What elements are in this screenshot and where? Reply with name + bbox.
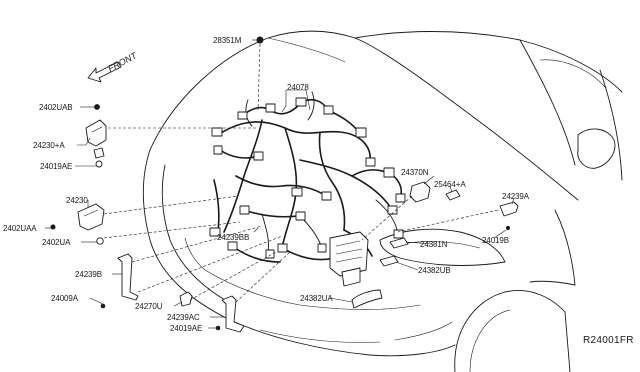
fuse-24381n: [389, 237, 409, 249]
label-24019b: 24019B: [482, 236, 509, 245]
relay-24370n: [409, 181, 431, 203]
bracket-24270u-24239ac-assembly: [179, 291, 245, 333]
bracket-24230a-assembly: [85, 104, 107, 168]
clip-icon: [96, 237, 104, 245]
vehicle-body-outline: [142, 30, 623, 372]
fuse-24382ub: [379, 255, 399, 267]
label-24239a: 24239A: [502, 192, 530, 201]
label-24381n: 24381N: [420, 240, 448, 249]
front-label: FRONT: [106, 50, 139, 74]
bolt-icon: [50, 224, 56, 230]
label-24382ua: 24382UA: [300, 294, 333, 303]
label-24239b: 24239B: [75, 270, 102, 279]
label-24230a: 24230+A: [33, 141, 65, 150]
diagram-code: R24001FR: [583, 335, 634, 346]
label-2402uaa: 2402UAA: [3, 224, 37, 233]
label-25464a: 25464+A: [434, 180, 466, 189]
label-24270u: 24270U: [135, 302, 163, 311]
bolt-icon: [94, 104, 100, 110]
part-labels: 28351M 24078 2402UAB 24230+A 24019AE 243…: [3, 36, 634, 346]
front-direction-indicator: FRONT: [87, 50, 140, 83]
label-24239bb: 24239BB: [217, 233, 249, 242]
bracket-24239a: [499, 201, 519, 217]
label-24370n: 24370N: [401, 168, 429, 177]
label-24239ac: 24239AC: [167, 313, 200, 322]
clip-25464a: [445, 189, 461, 201]
bolt-icon: [215, 325, 221, 331]
bolt-icon: [100, 303, 106, 309]
label-24019ae-top: 24019AE: [40, 162, 72, 171]
clip-icon: [95, 160, 103, 168]
bolt-icon: [505, 225, 511, 231]
label-28351m: 28351M: [213, 36, 242, 45]
label-24019ae-bottom: 24019AE: [170, 324, 202, 333]
bracket-24239b-assembly: [100, 253, 139, 309]
dashed-leaders: [103, 43, 499, 303]
callout-leaders: [45, 39, 515, 329]
right-side-components: [256, 36, 519, 309]
label-2402uab: 2402UAB: [39, 103, 73, 112]
cover-24382ua: [351, 289, 383, 309]
relay-box: [329, 231, 369, 287]
label-24230: 24230: [66, 196, 88, 205]
harness-connectors: [209, 97, 406, 263]
bracket-24230-assembly: [50, 203, 105, 245]
label-24009a: 24009A: [51, 294, 79, 303]
label-2402ua: 2402UA: [42, 238, 71, 247]
label-24078: 24078: [287, 83, 309, 92]
label-24382ub: 24382UB: [418, 266, 451, 275]
